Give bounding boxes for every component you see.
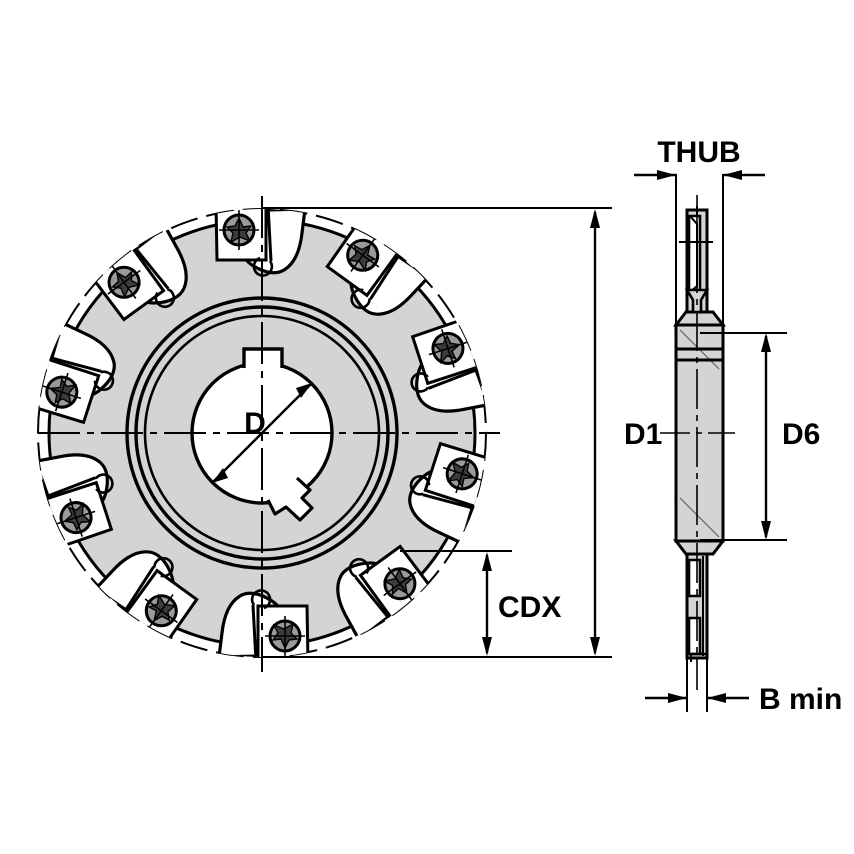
clamp-screw [107,265,142,299]
insert-pockets [38,209,486,657]
dim-label-D1: D1 [624,418,662,451]
dim-label-THUB: THUB [657,136,740,169]
insert-pocket [38,355,115,425]
dim-label-D: D [244,407,266,440]
clamp-screw [442,454,482,494]
clamp-screw [56,498,96,537]
front-face-view: D [37,196,500,672]
insert-pocket [250,589,310,657]
insert-pocket [214,209,274,277]
dimension-D6 [700,332,787,541]
clamp-screw [382,567,417,601]
dim-label-D6: D6 [782,418,820,451]
clamp-screw [219,210,259,250]
dimension-THUB [634,170,765,330]
side-section-view [660,195,735,690]
insert-pocket [409,441,486,511]
clamp-screw [144,593,178,628]
dimension-Bmin [645,600,749,712]
blade-upper [679,208,713,314]
dim-label-CDX: CDX [498,591,561,624]
clamp-screw [428,329,468,368]
dimension-CDX [262,550,512,658]
bore-diameter-leader [211,382,313,484]
clamp-screw [346,238,380,273]
dim-label-Bmin: B min [759,683,842,716]
clamp-screw [42,372,82,412]
clamp-screw [265,616,305,656]
